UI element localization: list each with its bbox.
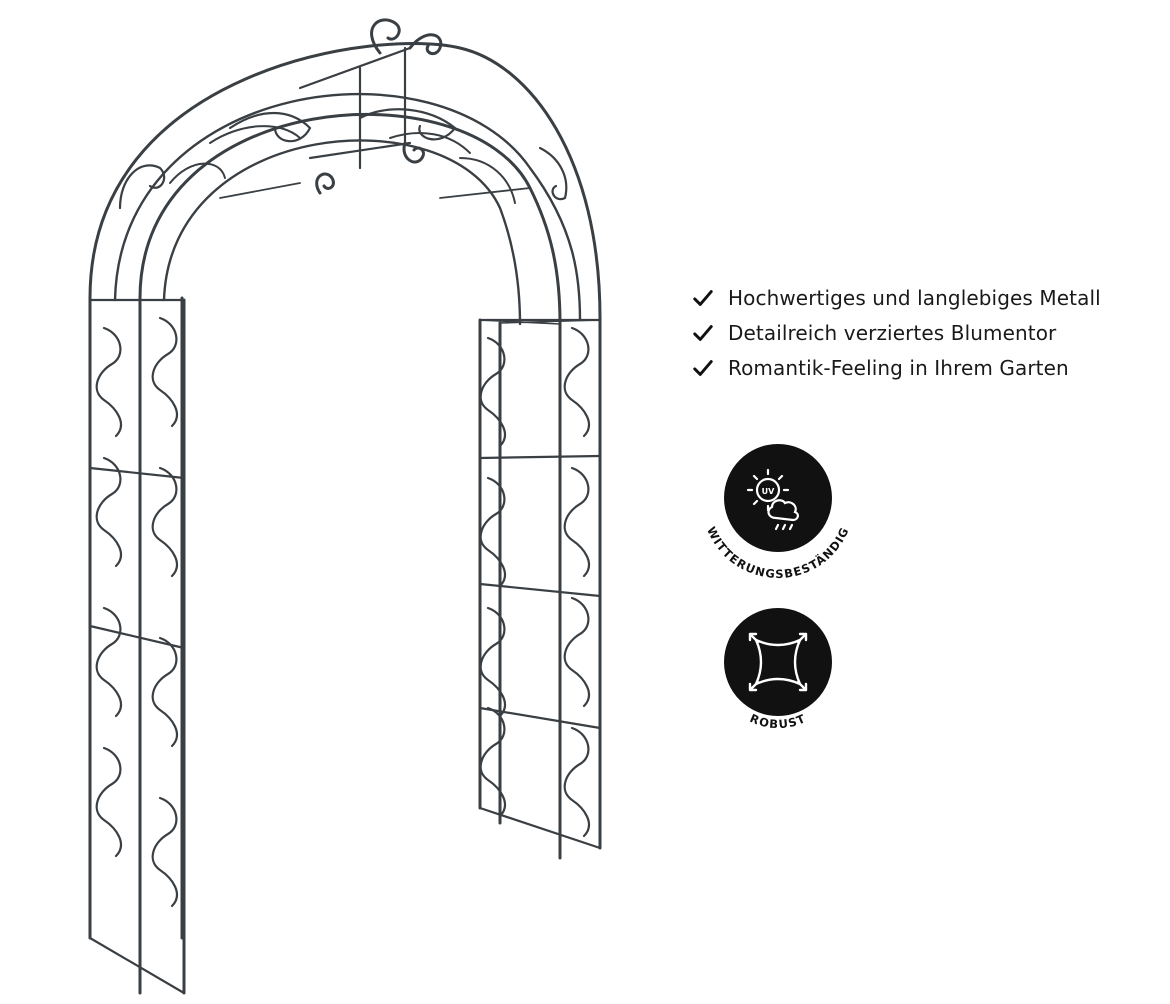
robust-badge: ROBUST [688, 596, 868, 776]
feature-item: Detailreich verziertes Blumentor [692, 315, 1101, 350]
uv-sun-cloud-icon [746, 468, 799, 531]
feature-label: Romantik-Feeling in Ihrem Garten [728, 355, 1069, 380]
feature-list: Hochwertiges und langlebiges Metall Deta… [692, 280, 1101, 385]
uv-label: UV [762, 487, 775, 496]
feature-label: Hochwertiges und langlebiges Metall [728, 285, 1101, 310]
robust-caption-text: ROBUST [748, 711, 807, 731]
checkmark-icon [693, 359, 713, 376]
weather-resistant-badge: UV WITTERUNGSBESTÄNDIG [688, 430, 868, 610]
badge-circle [724, 444, 832, 552]
feature-item: Hochwertiges und langlebiges Metall [692, 280, 1101, 315]
feature-label: Detailreich verziertes Blumentor [728, 320, 1057, 345]
robust-square-arrows-icon [748, 632, 808, 692]
feature-item: Romantik-Feeling in Ihrem Garten [692, 350, 1101, 385]
checkmark-icon [693, 324, 713, 341]
badge-circle [724, 608, 832, 716]
garden-arch-illustration [88, 18, 602, 995]
checkmark-icon [693, 289, 713, 306]
badge-caption: ROBUST [748, 711, 808, 731]
